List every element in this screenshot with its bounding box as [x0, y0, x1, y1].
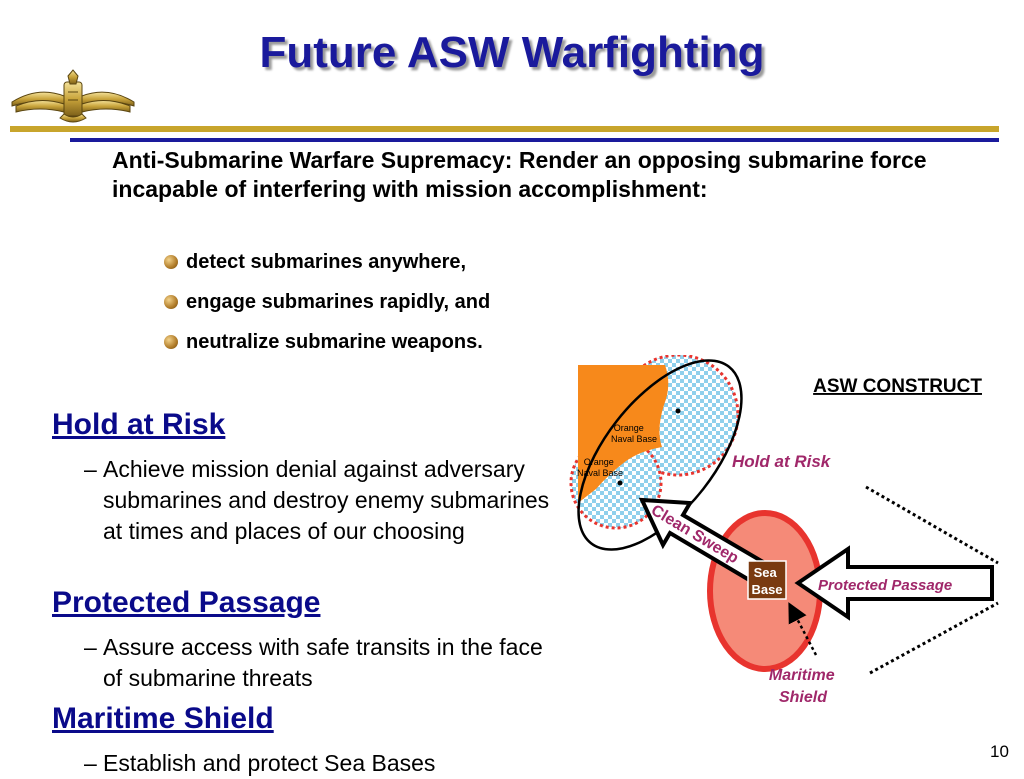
bullet-item: detect submarines anywhere, — [164, 251, 466, 274]
bronze-ball-icon — [164, 295, 178, 309]
bullet-item: engage submarines rapidly, and — [164, 291, 490, 314]
hold-at-risk-label: Hold at Risk — [732, 452, 832, 471]
section-heading-protected-passage: Protected Passage — [52, 586, 321, 619]
bronze-ball-icon — [164, 255, 178, 269]
asw-construct-diagram: Orange Naval Base Orange Naval Base ASW … — [569, 355, 999, 706]
section-text-protected-passage: –Assure access with safe transits in the… — [84, 634, 543, 691]
section-text-maritime-shield: –Establish and protect Sea Bases — [84, 750, 436, 776]
orange-landmass — [578, 365, 669, 503]
section-text-hold-at-risk: –Achieve mission denial against adversar… — [84, 456, 550, 544]
diagram-title: ASW CONSTRUCT — [813, 376, 982, 397]
hold-at-risk-ellipse — [577, 359, 743, 551]
maritime-shield-label: Maritime Shield — [769, 667, 839, 706]
section-heading-maritime-shield: Maritime Shield — [52, 702, 274, 735]
slide-title: Future ASW Warfighting — [259, 28, 765, 77]
protected-passage-arrow — [794, 545, 994, 621]
sea-base-box — [747, 560, 787, 600]
clean-sweep-arrow — [638, 497, 774, 587]
bullet-item: neutralize submarine weapons. — [164, 331, 483, 354]
bronze-ball-icon — [164, 335, 178, 349]
header-rule-gold — [10, 126, 999, 132]
section-heading-hold-at-risk: Hold at Risk — [52, 408, 226, 441]
maritime-shield-arrow — [788, 602, 818, 656]
naval-base-marker — [675, 408, 681, 414]
shield-pointer-line — [869, 601, 999, 675]
protected-passage-label: Protected Passage — [818, 577, 952, 594]
orange-naval-base-label: Orange Naval Base — [577, 457, 623, 478]
naval-base-marker — [617, 480, 623, 486]
orange-naval-base-label: Orange Naval Base — [611, 423, 657, 444]
page-number: 10 — [990, 742, 1009, 761]
hold-risk-pointer-line — [865, 485, 999, 565]
sea-base-label: Sea Base — [751, 565, 782, 597]
intro-statement: Anti-Submarine Warfare Supremacy: Render… — [112, 147, 927, 202]
header-rule-navy — [70, 138, 999, 142]
surface-warfare-insignia-icon — [11, 69, 135, 123]
